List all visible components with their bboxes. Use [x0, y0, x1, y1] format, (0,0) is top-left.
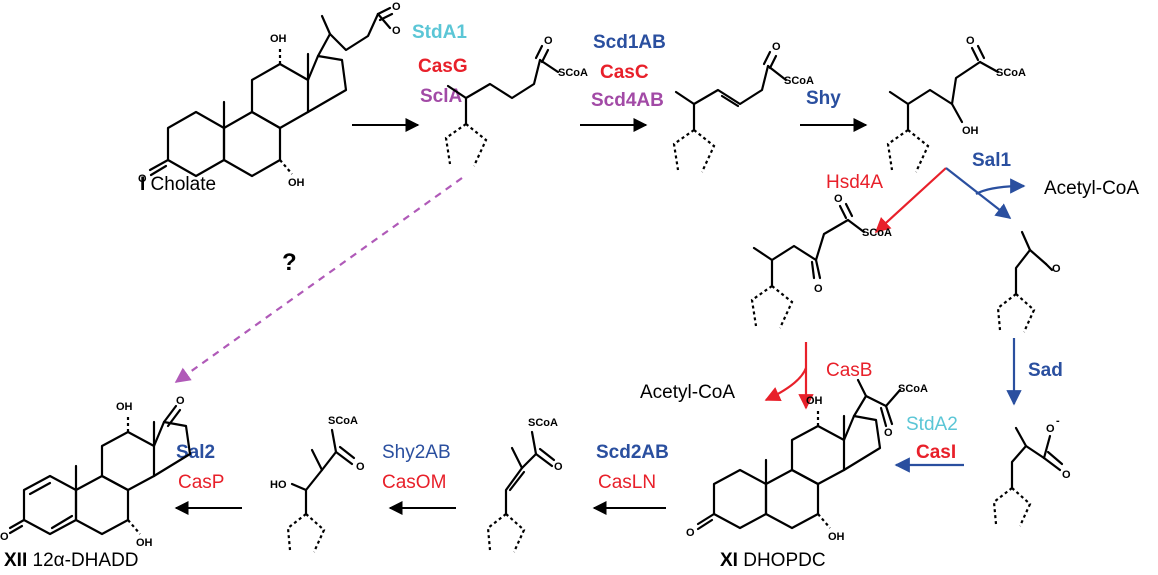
coa-ester-structure: O SCoA: [444, 35, 588, 167]
atom-scoa-3: SCoA: [784, 75, 814, 87]
atom-o-minus: O: [1046, 423, 1055, 435]
atom-scoa-8: SCoA: [528, 417, 558, 429]
atom-scoa-4: SCoA: [996, 67, 1026, 79]
atom-o-ketone-12: O: [0, 531, 9, 543]
enzyme-casp: CasP: [178, 472, 224, 493]
byproduct-acetyl-coa-1: Acetyl-CoA: [1044, 178, 1139, 199]
atom-minus-sign: -: [1056, 415, 1060, 427]
atom-oh-7-11: OH: [828, 531, 845, 543]
atom-scoa-2: SCoA: [558, 67, 588, 79]
atom-o-ketone-11: O: [686, 527, 695, 539]
compound-label-dhopdc: XI DHOPDC: [720, 550, 826, 571]
enzyme-sal1: Sal1: [972, 150, 1012, 171]
atom-o-8: O: [554, 461, 563, 473]
enoyl-coa-structure: O SCoA: [672, 41, 814, 173]
enzyme-casom: CasOM: [382, 472, 446, 493]
atom-scoa-5: SCoA: [862, 227, 892, 239]
enzyme-stda1: StdA1: [412, 22, 467, 43]
question-mark: ?: [282, 249, 297, 276]
enzyme-casg: CasG: [418, 56, 468, 77]
enzyme-hsd4a: Hsd4A: [826, 172, 883, 193]
enzyme-stda2: StdA2: [906, 414, 958, 435]
atom-o-ester-4: O: [966, 35, 975, 47]
atom-o-ester-3: O: [772, 41, 781, 53]
atom-oh-7-12: OH: [136, 537, 153, 549]
atom-o-9: O: [356, 461, 365, 473]
enzyme-casb: CasB: [826, 360, 872, 381]
atom-o-aldehyde: O: [1052, 263, 1061, 275]
enzyme-casln: CasLN: [598, 472, 656, 493]
atom-oh-7: OH: [288, 177, 305, 189]
atom-oh-12-11: OH: [806, 395, 823, 407]
unsaturated-coa-structure: SCoA O: [486, 417, 563, 553]
dhadd-structure: O OH OH O: [0, 395, 192, 549]
compound-label-cholate: I Cholate: [140, 174, 216, 195]
arrow-hsd4a: [874, 167, 947, 234]
arrow-unknown-path: [174, 177, 463, 383]
atom-oh-12: OH: [270, 33, 287, 45]
enzyme-scd1ab: Scd1AB: [593, 32, 666, 53]
atom-o-ketone: O: [138, 173, 147, 185]
atom-o-keto-5: O: [814, 283, 823, 295]
enzyme-casc: CasC: [600, 62, 649, 83]
atom-o-carboxylate: O: [392, 25, 401, 37]
atom-o-17-12: O: [176, 395, 185, 407]
aldehyde-structure: O: [996, 230, 1061, 333]
cholate-structure: O OH OH O O: [138, 1, 401, 189]
atom-oh-4: OH: [962, 125, 979, 137]
atom-o-carbonyl-6: O: [1062, 469, 1071, 481]
ketoacyl-coa-structure: O SCoA O: [750, 193, 892, 329]
atom-o-ester-2: O: [544, 35, 553, 47]
hydroxy-coa-structure: SCoA O HO: [270, 415, 365, 553]
enzyme-scd4ab: Scd4AB: [591, 90, 664, 111]
carboxylate-structure: O - O: [992, 415, 1071, 527]
dhopdc-structure: O OH OH SCoA O: [686, 378, 928, 543]
byproduct-acetyl-coa-2: Acetyl-CoA: [640, 382, 735, 403]
atom-scoa-9: SCoA: [328, 415, 358, 427]
arrow-sal1-byproduct: [975, 178, 1026, 195]
enzyme-scd2ab: Scd2AB: [596, 442, 669, 463]
atom-oh-12-12: OH: [116, 401, 133, 413]
atom-scoa-11: SCoA: [898, 383, 928, 395]
enzyme-scla: SclA: [420, 86, 463, 107]
hydroxyacyl-coa-structure: O SCoA OH: [886, 35, 1026, 173]
enzyme-shy2ab: Shy2AB: [382, 442, 451, 463]
atom-o-ester-5: O: [834, 193, 843, 205]
atom-o-carboxyl: O: [392, 1, 401, 13]
enzyme-casi: CasI: [916, 442, 956, 463]
enzyme-shy: Shy: [806, 88, 841, 109]
enzyme-sad: Sad: [1028, 360, 1063, 381]
atom-o-11: O: [884, 427, 893, 439]
compound-label-dhadd: XII 12α-DHADD: [4, 550, 139, 571]
atom-ho-9: HO: [270, 479, 287, 491]
arrow-casb-byproduct: [764, 367, 808, 402]
